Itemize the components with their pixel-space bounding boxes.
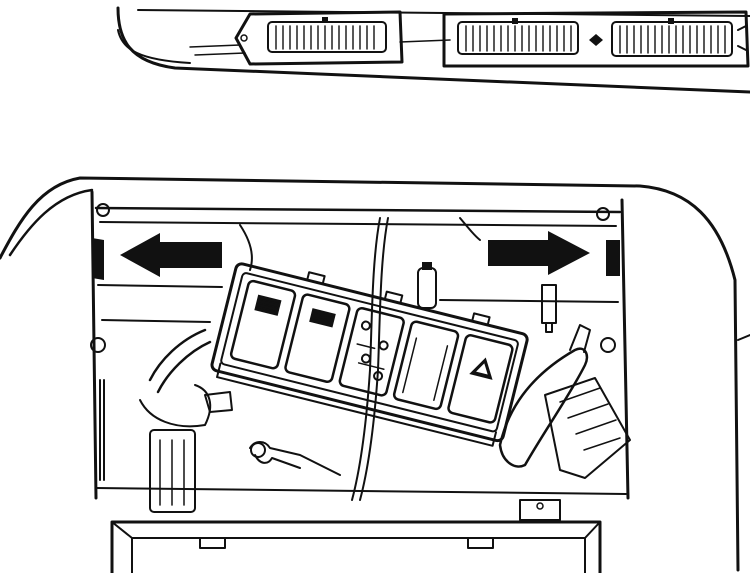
hazard-warning-switch: [447, 334, 514, 424]
left-vent: [234, 10, 404, 66]
right-clip: [606, 240, 620, 276]
wiring-harness: [139, 217, 557, 513]
vent-divider-diamond: [589, 34, 603, 46]
bulb-holder: [417, 267, 437, 309]
dashboard-vent-strip: [116, 6, 750, 94]
right-plug: [541, 284, 557, 324]
rear-window-defrost-switch: [229, 279, 297, 370]
center-switch: [338, 306, 405, 397]
left-connector: [149, 429, 196, 513]
center-right-vent-housing: [442, 10, 750, 68]
left-clip: [92, 238, 104, 280]
seat-heat-switch: [284, 293, 351, 384]
switch-panel: [210, 262, 529, 447]
removed-connector-right: [498, 324, 631, 521]
lower-bracket: [110, 520, 602, 573]
screw-left: [90, 337, 106, 353]
screw-top-left: [96, 203, 110, 217]
pull-right-arrow: [488, 231, 590, 275]
right-vent: [611, 18, 733, 57]
pull-left-arrow: [120, 233, 222, 277]
center-vent: [457, 18, 579, 55]
blank-switch: [392, 320, 460, 411]
screw-right: [600, 337, 616, 353]
switch-panel-body: [210, 262, 529, 443]
console-surround: [0, 176, 750, 572]
screw-top-right: [596, 207, 610, 221]
